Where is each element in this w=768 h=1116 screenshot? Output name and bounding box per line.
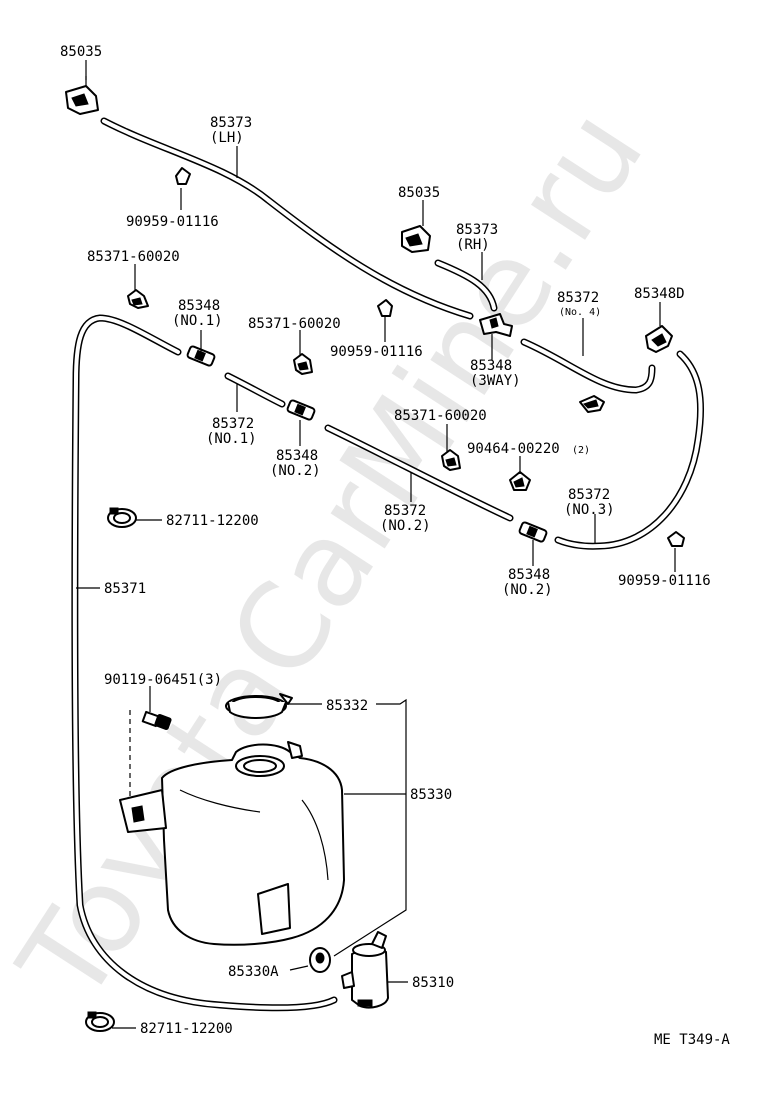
main-hose [71, 314, 338, 1012]
label-hose-no3-num: 85372 [568, 487, 610, 503]
leader-lines [76, 60, 676, 1029]
label-grommet: 85330A [228, 964, 279, 980]
hose-no2 [324, 424, 514, 522]
clip-right [509, 471, 531, 491]
label-tee-num: 85348 [470, 358, 512, 374]
clamp-hose-no4 [579, 395, 605, 413]
joint-no1 [186, 345, 216, 367]
label-joint-no2a-sub: (NO.2) [270, 463, 321, 479]
bolt [129, 710, 172, 800]
label-clip-top-lh: 90959-01116 [126, 214, 219, 230]
label-elbow-d: 85348D [634, 286, 685, 302]
callout-labels: 85035 85373 (LH) 90959-01116 85035 85373… [60, 44, 730, 1048]
label-hose-no2-num: 85372 [384, 503, 426, 519]
grommet [309, 947, 331, 973]
label-nozzle-lh: 85035 [60, 44, 102, 60]
hose-no4 [520, 338, 656, 394]
label-hose-lh-sub: (LH) [210, 130, 244, 146]
label-joint-no1-num: 85348 [178, 298, 220, 314]
label-clamp-upper-left: 85371-60020 [87, 249, 180, 265]
label-nozzle-rh: 85035 [398, 185, 440, 201]
label-joint-no2a-num: 85348 [276, 448, 318, 464]
clip-far-right [667, 531, 685, 547]
label-hose-rh-sub: (RH) [456, 237, 490, 253]
label-tank: 85330 [410, 787, 452, 803]
label-hose-no1-num: 85372 [212, 416, 254, 432]
label-hose-no4-num: 85372 [557, 290, 599, 306]
clamp-right [441, 449, 461, 471]
label-joint-no1-sub: (NO.1) [172, 313, 223, 329]
label-hose-no2-sub: (NO.2) [380, 518, 431, 534]
clip-top-lh [175, 167, 191, 185]
clamp-mid [293, 353, 313, 375]
label-pump: 85310 [412, 975, 454, 991]
label-bolt: 90119-06451(3) [104, 672, 222, 688]
hose-clamp-upper [107, 507, 137, 528]
label-clip-mid: 90959-01116 [330, 344, 423, 360]
label-clip-far-right: 90959-01116 [618, 573, 711, 589]
label-hose-no4-sub: (No. 4) [559, 307, 601, 318]
washer-pump [341, 931, 389, 1009]
label-hose-no1-sub: (NO.1) [206, 431, 257, 447]
label-main-hose: 85371 [104, 581, 146, 597]
tee-3way [479, 313, 513, 337]
label-tee-sub: (3WAY) [470, 373, 521, 389]
hose-clamp-lower [85, 1011, 115, 1032]
hose-no1 [224, 372, 286, 408]
label-joint-no2b-sub: (NO.2) [502, 582, 553, 598]
clamp-upper-left [127, 289, 149, 309]
tank-cap [225, 693, 293, 719]
label-clip-right-qty: (2) [572, 445, 590, 456]
nozzle-rh [401, 225, 431, 253]
label-clamp-right: 85371-60020 [394, 408, 487, 424]
hose-rh [434, 259, 498, 312]
label-joint-no2b-num: 85348 [508, 567, 550, 583]
nozzle-lh [65, 76, 99, 115]
washer-tank [119, 741, 345, 946]
label-hose-no3-sub: (NO.3) [564, 502, 615, 518]
joint-no2a [286, 399, 316, 421]
label-hose-clamp-lower: 82711-12200 [140, 1021, 233, 1037]
clip-mid [377, 299, 393, 317]
label-hose-lh-num: 85373 [210, 115, 252, 131]
diagram-code: ME T349-A [654, 1032, 730, 1048]
label-clip-right: 90464-00220 [467, 441, 560, 457]
elbow-d [645, 325, 673, 353]
label-hose-rh-num: 85373 [456, 222, 498, 238]
hose-no3 [554, 350, 705, 550]
label-clamp-mid: 85371-60020 [248, 316, 341, 332]
joint-no2b [518, 521, 548, 543]
label-cap: 85332 [326, 698, 368, 714]
hose-lh [100, 117, 474, 320]
label-hose-clamp-upper: 82711-12200 [166, 513, 259, 529]
